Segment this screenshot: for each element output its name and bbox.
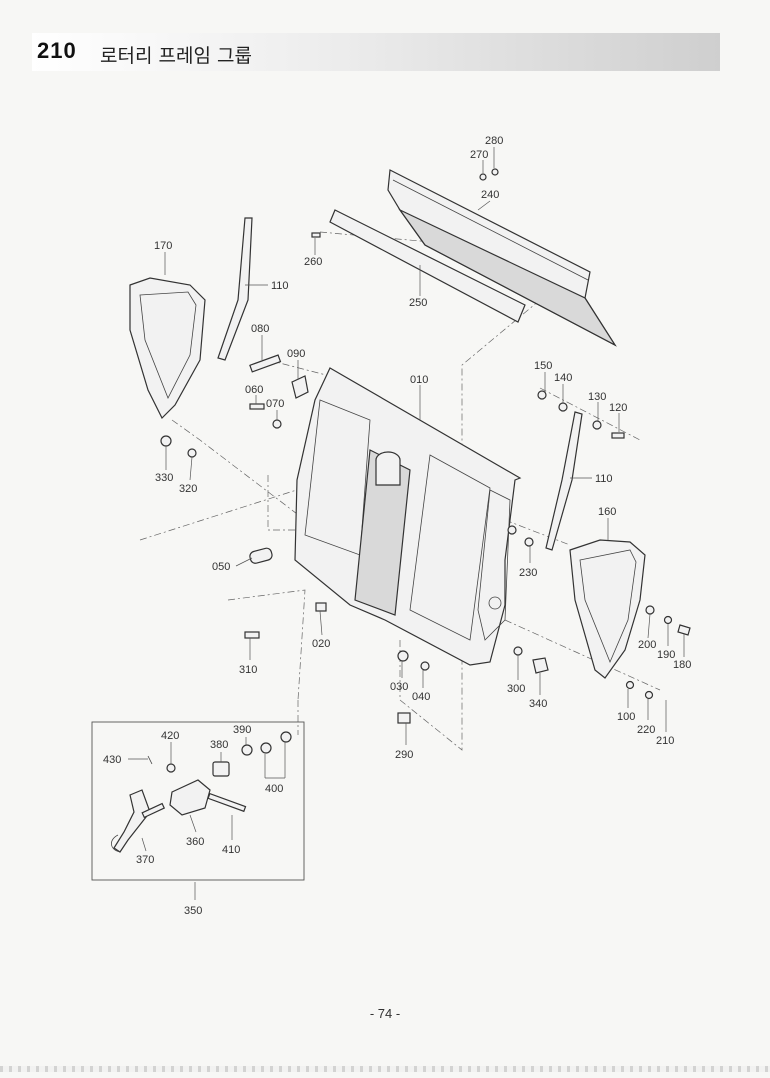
callout-160: 160 (598, 506, 616, 518)
callout-110-left: 110 (271, 280, 289, 292)
callout-100: 100 (617, 711, 635, 723)
callout-330: 330 (155, 472, 173, 484)
callout-200: 200 (638, 639, 656, 651)
callout-050: 050 (212, 561, 230, 573)
callout-340: 340 (529, 698, 547, 710)
callout-300: 300 (507, 683, 525, 695)
part-250-strip (329, 209, 526, 323)
callout-370: 370 (136, 854, 154, 866)
callout-350: 350 (184, 905, 202, 917)
callout-420: 420 (161, 730, 179, 742)
callout-290: 290 (395, 749, 413, 761)
callout-250: 250 (409, 297, 427, 309)
page-number: - 74 - (369, 1006, 401, 1021)
callout-220: 220 (637, 724, 655, 736)
callout-labels: 280 270 240 260 250 170 110 080 090 010 … (103, 135, 691, 917)
callout-140: 140 (554, 372, 572, 384)
callout-360: 360 (186, 836, 204, 848)
callout-320: 320 (179, 483, 197, 495)
header-bar (32, 33, 720, 71)
callout-310: 310 (239, 664, 257, 676)
scan-edge-strip (0, 1066, 770, 1072)
callout-170: 170 (154, 240, 172, 252)
callout-190: 190 (657, 649, 675, 661)
part-010-main-frame (294, 367, 522, 666)
part-110-levers (217, 217, 583, 551)
part-240-cover (387, 169, 617, 347)
callout-410: 410 (222, 844, 240, 856)
callout-010: 010 (410, 374, 428, 386)
callout-040: 040 (412, 691, 430, 703)
callout-030: 030 (390, 681, 408, 693)
part-160-right-plate (569, 539, 646, 679)
callout-130: 130 (588, 391, 606, 403)
callout-080: 080 (251, 323, 269, 335)
callout-280: 280 (485, 135, 503, 147)
hardware-parts (160, 168, 691, 724)
callout-180: 180 (673, 659, 691, 671)
callout-090: 090 (287, 348, 305, 360)
callout-210: 210 (656, 735, 674, 747)
callout-260: 260 (304, 256, 322, 268)
callout-390: 390 (233, 724, 251, 736)
leader-lines (128, 147, 685, 852)
callout-380: 380 (210, 739, 228, 751)
callout-020: 020 (312, 638, 330, 650)
callout-120: 120 (609, 402, 627, 414)
callout-150: 150 (534, 360, 552, 372)
section-title: 로터리 프레임 그룹 (100, 45, 252, 67)
part-170-left-plate (129, 277, 206, 420)
sub-assembly-350 (91, 721, 305, 900)
callout-430: 430 (103, 754, 121, 766)
callout-110-right: 110 (595, 473, 613, 485)
callout-270: 270 (470, 149, 488, 161)
callout-060: 060 (245, 384, 263, 396)
callout-240: 240 (481, 189, 499, 201)
callout-070: 070 (266, 398, 284, 410)
section-number: 210 (37, 38, 77, 63)
callout-400: 400 (265, 783, 283, 795)
callout-230: 230 (519, 567, 537, 579)
